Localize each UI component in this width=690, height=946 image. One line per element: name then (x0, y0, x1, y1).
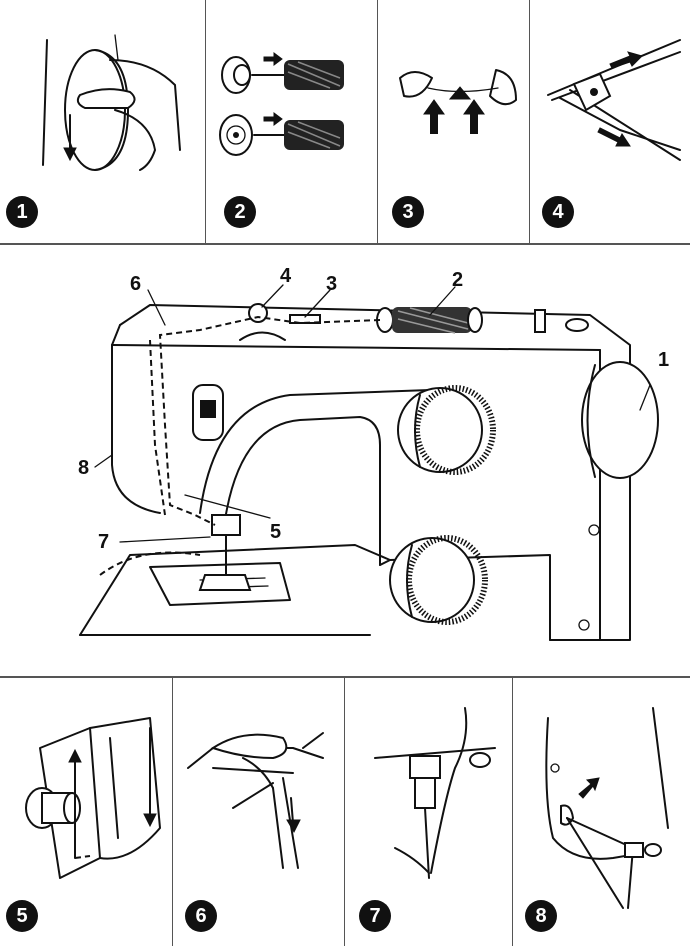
step-3-badge: 3 (392, 196, 424, 228)
divider-top-row (0, 243, 690, 245)
spool-cap-illustration (219, 52, 344, 156)
step-1-panel: 1 (0, 0, 205, 243)
thread-take-up-illustration (25, 717, 161, 879)
callout-1: 1 (658, 349, 670, 371)
divider-bottom-2 (344, 677, 345, 946)
side-thread-guide-illustration (545, 707, 669, 909)
callout-4: 4 (280, 265, 292, 287)
step-8-panel: 8 (513, 678, 690, 946)
step-4-badge: 4 (542, 196, 574, 228)
step-7-panel: 7 (345, 678, 512, 946)
callout-3: 3 (326, 273, 338, 295)
step-4-panel: 4 (530, 0, 690, 243)
machine-panel: 1 2 3 4 5 6 7 8 (0, 245, 690, 675)
divider-top-1 (205, 0, 206, 243)
divider-bottom-3 (512, 677, 513, 946)
divider-top-2 (377, 0, 378, 243)
sewing-machine-illustration (79, 284, 659, 641)
divider-top-3 (529, 0, 530, 243)
step-1-badge: 1 (6, 196, 38, 228)
step-5-panel: 5 (0, 678, 172, 946)
handwheel-turning-illustration (42, 34, 181, 171)
step-6-badge: 6 (185, 900, 217, 932)
thread-guide-illustration (399, 69, 517, 134)
divider-bottom-1 (172, 677, 173, 946)
needle-thread-guide-illustration (374, 707, 496, 879)
step-7-badge: 7 (359, 900, 391, 932)
step-3-panel: 3 (378, 0, 529, 243)
step-2-badge: 2 (224, 196, 256, 228)
thread-guide-front-illustration (187, 732, 324, 869)
callout-6: 6 (130, 273, 142, 295)
divider-bottom-row (0, 676, 690, 678)
step-5-badge: 5 (6, 900, 38, 932)
step-2-panel: 2 (206, 0, 377, 243)
callout-7: 7 (98, 531, 110, 553)
step-8-badge: 8 (525, 900, 557, 932)
thread-tension-illustration (547, 39, 681, 161)
callout-8: 8 (78, 457, 90, 479)
step-6-panel: 6 (173, 678, 344, 946)
callout-2: 2 (452, 269, 464, 291)
callout-5: 5 (270, 521, 282, 543)
